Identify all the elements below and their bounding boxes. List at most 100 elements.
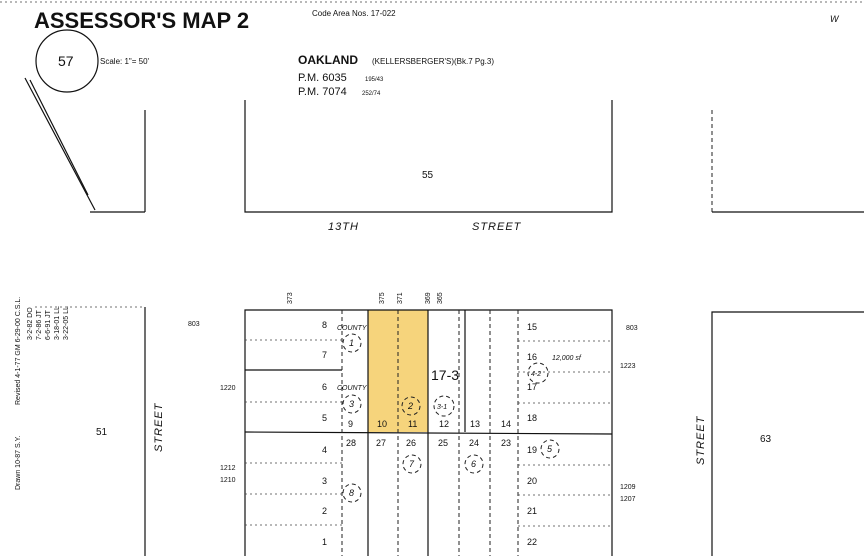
- svg-text:16: 16: [527, 352, 537, 362]
- svg-text:26: 26: [406, 438, 416, 448]
- parcel-8[interactable]: 8: [342, 483, 362, 503]
- block-63-boundary: [711, 311, 864, 556]
- address-number: 365: [437, 292, 444, 304]
- revised-note: Revised 4-1-77 GM 6-29-00 C.S.L.: [15, 297, 22, 405]
- address-number: 1223: [620, 363, 636, 370]
- address-number: 1220: [220, 385, 236, 392]
- revision-entry: 7-2-86 JT: [36, 309, 43, 340]
- svg-text:15: 15: [527, 322, 537, 332]
- parcel-map-2: P.M. 7074: [298, 86, 347, 98]
- lots-mid-bottom: 28 27 26 25 24 23: [346, 438, 511, 448]
- parcel-1[interactable]: 1: [342, 333, 362, 353]
- address-number: 375: [379, 292, 386, 304]
- svg-text:4: 4: [322, 445, 327, 455]
- drawn-note: Drawn 10-87 S.Y.: [15, 436, 22, 490]
- svg-text:27: 27: [376, 438, 386, 448]
- svg-text:5: 5: [322, 413, 327, 423]
- svg-text:3: 3: [322, 476, 327, 486]
- parcel-3[interactable]: 3: [342, 394, 362, 414]
- scale-label: Scale: 1"= 50': [100, 57, 150, 66]
- address-number: 1212: [220, 465, 236, 472]
- highlighted-parcel-2[interactable]: [368, 310, 428, 432]
- street-right: STREET: [695, 415, 707, 465]
- block-55-number: 55: [422, 170, 434, 181]
- svg-text:11: 11: [408, 419, 417, 429]
- block-55-boundary: [244, 100, 613, 213]
- svg-text:2: 2: [322, 506, 327, 516]
- svg-text:24: 24: [469, 438, 479, 448]
- svg-text:9: 9: [348, 419, 353, 429]
- street-left: STREET: [153, 402, 165, 452]
- parcel-4-2[interactable]: 4-2: [527, 362, 549, 384]
- address-number: 369: [425, 292, 432, 304]
- area-note: 12,000 sf: [552, 355, 582, 362]
- svg-text:2: 2: [407, 401, 413, 411]
- svg-text:1: 1: [322, 537, 327, 547]
- svg-text:4-2: 4-2: [531, 371, 541, 378]
- parcel-map-1-ref: 195/43: [365, 77, 384, 83]
- svg-text:6: 6: [471, 459, 476, 469]
- revision-entry: 3-22-05 LL: [63, 306, 70, 340]
- parcel-2[interactable]: 2: [401, 396, 421, 416]
- corner-mark: W: [830, 14, 840, 24]
- revision-entry: 3-18-01 LL: [54, 306, 61, 340]
- svg-text:14: 14: [501, 419, 511, 429]
- parcel-7[interactable]: 7: [402, 454, 422, 474]
- svg-text:20: 20: [527, 476, 537, 486]
- svg-text:17: 17: [527, 382, 537, 392]
- svg-text:5: 5: [547, 444, 553, 454]
- street-13th-suffix: STREET: [472, 221, 522, 233]
- svg-text:13: 13: [470, 419, 480, 429]
- svg-text:21: 21: [527, 506, 537, 516]
- lots-right: 15 16 17 18 19 20 21 22: [527, 322, 537, 547]
- address-number: 1209: [620, 484, 636, 491]
- svg-text:6: 6: [322, 382, 327, 392]
- address-number: 1210: [220, 477, 236, 484]
- block-51-number: 51: [96, 427, 108, 438]
- block-number-main: 17-3: [431, 367, 459, 383]
- address-number: 803: [188, 321, 200, 328]
- svg-text:8: 8: [349, 488, 354, 498]
- lot-divider-lines: [245, 339, 612, 527]
- revision-entry: 3-2-82 DO: [27, 307, 34, 340]
- svg-text:7: 7: [322, 350, 327, 360]
- svg-text:19: 19: [527, 445, 537, 455]
- address-number: 371: [397, 292, 404, 304]
- diagonal-line: [29, 79, 89, 196]
- parcel-3-1[interactable]: 3-1: [433, 395, 455, 417]
- address-number: 373: [287, 292, 294, 304]
- svg-text:22: 22: [527, 537, 537, 547]
- address-number: 1207: [620, 496, 636, 503]
- svg-text:28: 28: [346, 438, 356, 448]
- map-title: ASSESSOR'S MAP 2: [34, 8, 249, 33]
- svg-text:3: 3: [349, 399, 354, 409]
- address-number: 803: [626, 325, 638, 332]
- parcel-map-1: P.M. 6035: [298, 72, 347, 84]
- lots-mid-top: 9 10 11 12 13 14: [348, 419, 511, 429]
- parcel-map-2-ref: 252/74: [362, 91, 381, 97]
- svg-text:12: 12: [439, 419, 449, 429]
- svg-text:18: 18: [527, 413, 537, 423]
- svg-text:7: 7: [409, 459, 415, 469]
- revision-entry: 6-6-91 JT: [45, 309, 52, 340]
- county-label: COUNTY: [337, 325, 368, 332]
- parcel-5[interactable]: 5: [540, 439, 560, 459]
- county-label: COUNTY: [337, 385, 368, 392]
- lots-left: 8 7 6 5 4 3 2 1: [322, 320, 327, 547]
- diagonal-line: [24, 77, 96, 211]
- book-circle: [35, 29, 99, 93]
- svg-text:8: 8: [322, 320, 327, 330]
- city-label: OAKLAND: [298, 53, 358, 67]
- svg-text:1: 1: [349, 338, 354, 348]
- code-area: Code Area Nos. 17-022: [312, 9, 396, 18]
- tract-label: (KELLERSBERGER'S)(Bk.7 Pg.3): [372, 57, 494, 66]
- book-number: 57: [58, 53, 74, 69]
- street-13th: 13TH: [328, 221, 359, 233]
- svg-text:3-1: 3-1: [437, 404, 447, 411]
- parcel-6[interactable]: 6: [464, 454, 484, 474]
- svg-text:23: 23: [501, 438, 511, 448]
- svg-text:10: 10: [377, 419, 387, 429]
- block-63-number: 63: [760, 434, 772, 445]
- svg-text:25: 25: [438, 438, 448, 448]
